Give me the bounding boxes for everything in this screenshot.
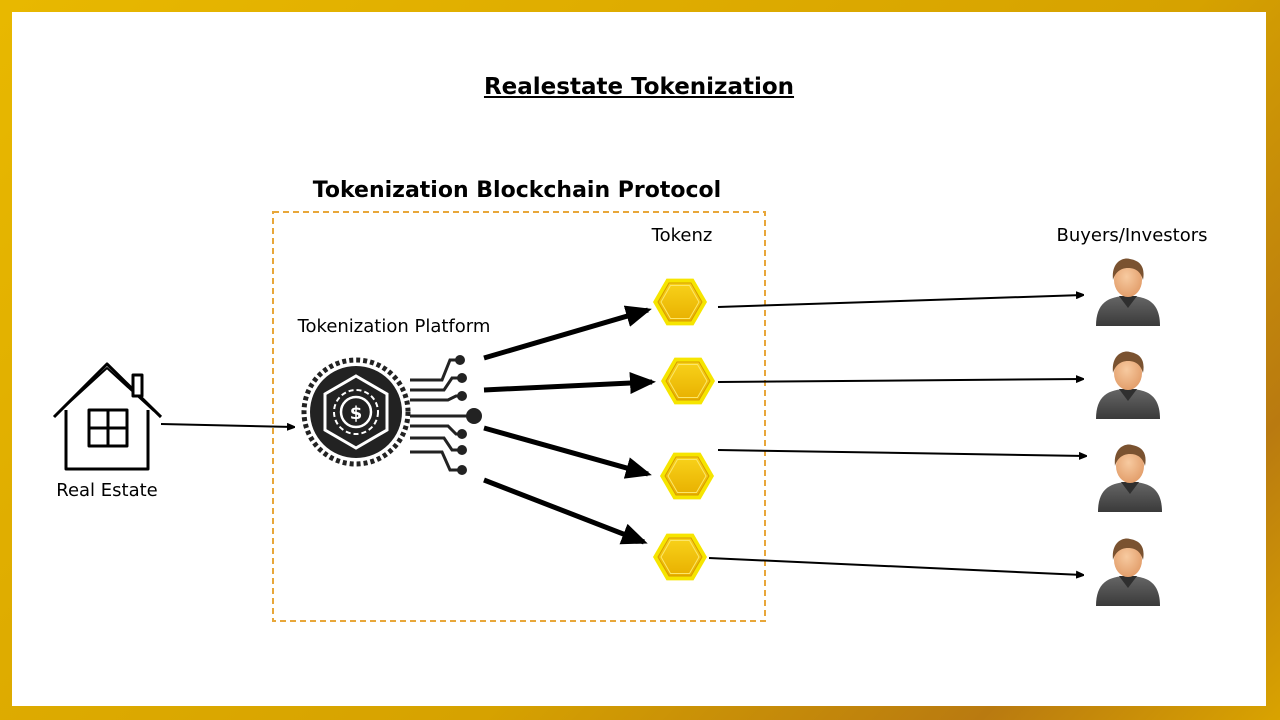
- slide-canvas: Realestate Tokenization Tokenization Blo…: [12, 12, 1266, 706]
- person-icon: [1096, 351, 1160, 419]
- person-icon: [1098, 444, 1162, 512]
- hexagon-token-icon: [652, 533, 708, 581]
- hexagon-token-icon: [652, 278, 708, 326]
- coin-circuit-icon: $: [301, 355, 482, 475]
- arrow-platform-to-token-1: [483, 305, 652, 361]
- protocol-boundary: [272, 211, 766, 622]
- protocol-label: Tokenization Blockchain Protocol: [312, 178, 722, 203]
- house-icon: [52, 362, 163, 471]
- arrow-token-to-buyer-4: [708, 557, 1083, 575]
- person-icon: [1096, 258, 1160, 326]
- arrow-token-to-buyer-1: [717, 295, 1083, 308]
- arrow-token-to-buyer-3: [717, 449, 1086, 456]
- real-estate-label: Real Estate: [56, 480, 158, 501]
- arrow-estate-to-platform: [160, 424, 294, 427]
- arrow-platform-to-token-3: [483, 425, 652, 479]
- tokens-label: Tokenz: [651, 225, 713, 246]
- arrow-platform-to-token-4: [483, 477, 648, 545]
- diagram-title: Realestate Tokenization: [483, 74, 795, 100]
- person-icon: [1096, 538, 1160, 606]
- diagram-canvas: $: [52, 211, 1162, 622]
- arrow-token-to-buyer-2: [717, 379, 1083, 382]
- svg-text:$: $: [350, 403, 363, 424]
- platform-label: Tokenization Platform: [297, 316, 491, 337]
- hexagon-token-icon: [659, 452, 715, 500]
- hexagon-token-icon: [660, 357, 716, 405]
- buyers-label: Buyers/Investors: [1056, 225, 1208, 246]
- arrow-platform-to-token-2: [483, 372, 656, 395]
